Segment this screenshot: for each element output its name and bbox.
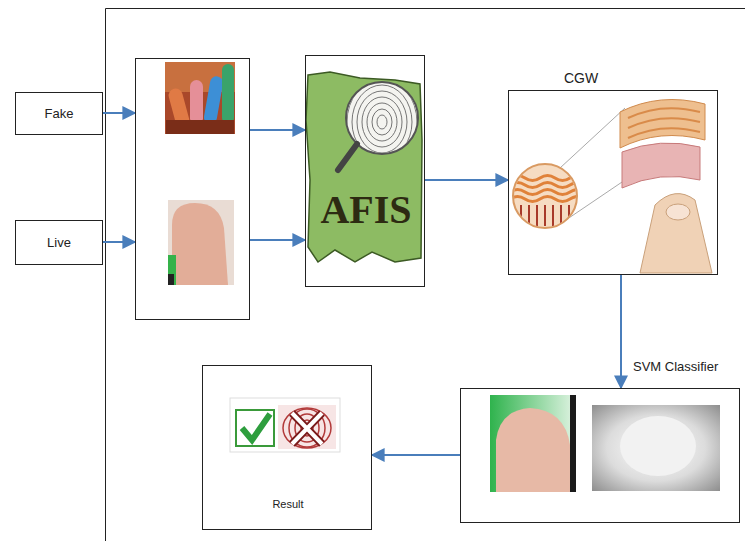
skin-layer-illustration-part-part bbox=[510, 197, 585, 202]
classifier-sample-photos-part bbox=[570, 395, 576, 492]
afis-logo-part-part bbox=[367, 103, 397, 141]
sample-image-box bbox=[135, 58, 250, 320]
skin-layer-illustration-part bbox=[640, 194, 712, 273]
skin-layer-illustration-part bbox=[560, 108, 625, 168]
live-finger-photo-part bbox=[168, 255, 176, 285]
box-heading: SVM Classifier bbox=[633, 359, 718, 375]
input-label-box: Fake bbox=[15, 92, 103, 135]
box-label: AFIS bbox=[320, 186, 411, 234]
skin-layer-illustration-part-part bbox=[521, 205, 569, 226]
skin-layer-illustration-part bbox=[628, 108, 700, 138]
skin-layer-illustration-part-part bbox=[510, 190, 585, 195]
classifier-sample-photos bbox=[490, 395, 720, 492]
result-icon bbox=[230, 398, 340, 452]
skin-layer-illustration-part bbox=[510, 176, 585, 227]
afis-logo-part-part bbox=[357, 91, 407, 153]
classifier-sample-photos-part bbox=[490, 395, 575, 492]
input-label-box: Live bbox=[15, 220, 103, 265]
box-label: Result bbox=[272, 498, 303, 511]
result-icon-part bbox=[236, 410, 274, 446]
flow-arrow bbox=[250, 239, 305, 241]
skin-layer-illustration-part bbox=[666, 204, 690, 220]
result-icon-part bbox=[292, 413, 322, 444]
result-box: Result bbox=[202, 365, 372, 530]
result-icon-part bbox=[292, 413, 322, 444]
afis-logo-part-part bbox=[362, 97, 402, 147]
skin-layer-illustration-part-part bbox=[510, 183, 585, 188]
afis-logo-part-part bbox=[377, 115, 387, 129]
flow-arrow bbox=[103, 241, 135, 243]
afis-logo-part bbox=[347, 79, 417, 165]
classifier-sample-photos-part bbox=[592, 405, 720, 491]
live-finger-photo-part bbox=[172, 203, 228, 285]
box-label: Fake bbox=[45, 106, 74, 122]
result-icon-part bbox=[230, 398, 340, 452]
skin-layer-illustration-part-part bbox=[510, 176, 585, 181]
fake-finger-photo-part bbox=[166, 120, 234, 134]
skin-layer-illustration-part bbox=[622, 143, 700, 188]
afis-logo-part-part bbox=[352, 85, 412, 159]
result-icon-part bbox=[242, 414, 270, 440]
live-finger-photo-part bbox=[168, 274, 174, 285]
result-icon-part bbox=[278, 405, 336, 449]
box-label: Live bbox=[47, 235, 71, 251]
result-icon-part-part bbox=[289, 409, 325, 447]
classifier-box: SVM Classifier bbox=[460, 388, 740, 523]
flow-arrow bbox=[103, 112, 135, 114]
afis-logo-part bbox=[306, 72, 422, 262]
live-finger-photo-part bbox=[168, 200, 234, 285]
flow-arrow bbox=[250, 129, 305, 131]
live-finger-photo bbox=[168, 200, 234, 285]
fake-finger-photo bbox=[165, 62, 235, 134]
flow-arrow bbox=[425, 179, 508, 181]
classifier-sample-photos-part bbox=[496, 408, 570, 492]
skin-layer-illustration-part bbox=[620, 100, 705, 149]
fake-finger-photo-part bbox=[190, 80, 203, 125]
result-icon-part bbox=[283, 408, 331, 448]
afis-logo-part-part bbox=[347, 79, 417, 165]
outer-frame bbox=[106, 9, 745, 541]
flow-arrow bbox=[372, 454, 460, 456]
classifier-sample-photos-part bbox=[620, 416, 696, 476]
flow-arrow bbox=[620, 275, 622, 388]
fake-finger-photo-part bbox=[203, 75, 224, 125]
afis-box: AFIS bbox=[305, 55, 425, 287]
afis-logo-part bbox=[338, 144, 357, 170]
afis-logo-part-part bbox=[372, 109, 392, 135]
cgw-box: CGW bbox=[508, 90, 718, 275]
fake-finger-photo-part bbox=[165, 62, 235, 134]
skin-layer-illustration bbox=[510, 100, 712, 274]
fake-finger-photo-part bbox=[222, 64, 234, 124]
afis-logo bbox=[306, 72, 422, 262]
result-icon-part-part bbox=[283, 408, 331, 448]
box-heading: CGW bbox=[564, 70, 598, 87]
